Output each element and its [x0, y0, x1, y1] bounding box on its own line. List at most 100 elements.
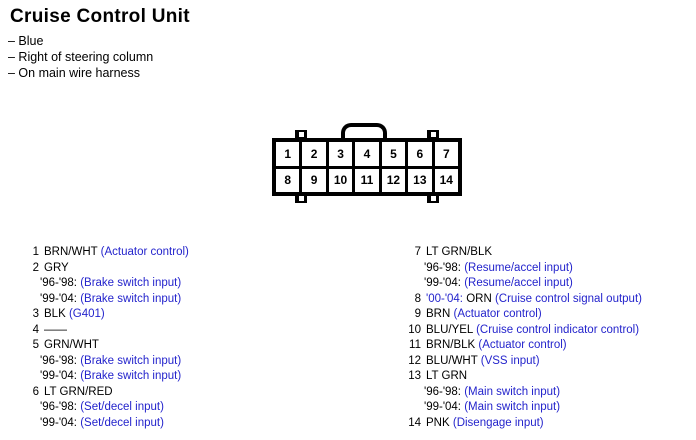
connector-pin-14: 14	[434, 168, 458, 192]
pin-row-8: 8'00-'04: ORN (Cruise control signal out…	[405, 292, 642, 308]
wire-color: GRN/WHT	[44, 339, 99, 351]
pin-function: (VSS input)	[480, 354, 540, 367]
pin-number: 2	[32, 261, 39, 274]
pin-number: 13	[408, 370, 421, 382]
pin-number: 9	[414, 308, 421, 320]
pin-function: (Set/decel input)	[80, 401, 164, 413]
pin-function: (Cruise control indicator control)	[476, 323, 640, 336]
pin-function: (Resume/accel input)	[464, 277, 573, 289]
pin-function: (Brake switch input)	[80, 370, 182, 382]
connector-pin-3: 3	[328, 142, 353, 166]
wire-color: PNK	[426, 416, 450, 429]
pin-number: 11	[409, 339, 421, 351]
connector-pin-10: 10	[328, 168, 353, 192]
pin-function: (Main switch input)	[464, 401, 561, 413]
year-range: '99-'04:	[424, 401, 461, 413]
pin-function: (Brake switch input)	[80, 277, 182, 289]
note-location: – Right of steering column	[8, 50, 154, 64]
pin-function: (Actuator control)	[100, 246, 189, 258]
pin-number: 10	[408, 323, 421, 336]
year-range: '96-'98:	[40, 277, 77, 289]
connector-pin-12: 12	[381, 168, 406, 192]
wire-color: LT GRN	[426, 370, 468, 382]
location-notes: – Blue – Right of steering column – On m…	[8, 33, 153, 81]
pin-row-6: 6 LT GRN/RED	[30, 385, 189, 401]
wire-color: GRY	[44, 261, 69, 274]
pin-function: (Set/decel input)	[80, 416, 164, 429]
pin-2-year-row: '99-'04: (Brake switch input)	[30, 292, 189, 308]
pin-function: (Disengage input)	[452, 416, 544, 429]
pin-row-10: 10 BLU/YEL (Cruise control indicator cont…	[405, 323, 642, 339]
pin-6-year-row: '96-'98: (Set/decel input)	[30, 400, 189, 416]
pin-row-4: 4 ——	[30, 323, 189, 339]
pin-function: (G401)	[68, 308, 105, 320]
pin-2-year-row: '96-'98: (Brake switch input)	[30, 276, 189, 292]
tab-notch	[430, 196, 436, 201]
wire-color: BLU/WHT	[426, 354, 478, 367]
year-range: '99-'04:	[424, 277, 461, 289]
pin-function: (Brake switch input)	[80, 354, 182, 367]
note-connector-color: – Blue	[8, 34, 44, 48]
connector-pin-1: 1	[276, 142, 300, 166]
pin-number: 8	[414, 292, 421, 305]
year-range: '96-'98:	[424, 385, 461, 398]
connector-pin-6: 6	[408, 142, 432, 166]
wire-color: ORN	[466, 292, 492, 305]
wire-color: BLK	[44, 308, 66, 320]
connector-pin-4: 4	[355, 142, 379, 166]
pin-number: 7	[414, 246, 421, 258]
pin-7-year-row: '96-'98: (Resume/accel input)	[405, 261, 642, 277]
wire-color: ——	[44, 323, 67, 336]
page-title: Cruise Control Unit	[10, 6, 190, 27]
pin-6-year-row: '99-'04: (Set/decel input)	[30, 416, 189, 432]
pin-number: 3	[32, 308, 39, 320]
pin-number: 4	[32, 323, 39, 336]
pin-row-12: 12 BLU/WHT (VSS input)	[405, 354, 642, 370]
pin-row-3: 3 BLK (G401)	[30, 307, 189, 323]
connector-pin-11: 11	[355, 168, 379, 192]
note-harness: – On main wire harness	[8, 66, 141, 80]
connector-pin-5: 5	[381, 142, 406, 166]
pin-function: (Brake switch input)	[80, 292, 182, 305]
pin-row-7: 7 LT GRN/BLK	[405, 245, 642, 261]
pin-list-right: 7 LT GRN/BLK '96-'98: (Resume/accel input)…	[405, 245, 642, 431]
tab-notch	[298, 132, 304, 137]
connector-pin-8: 8	[276, 168, 300, 192]
pin-function: (Actuator control)	[453, 308, 542, 320]
wire-color: BRN/WHT	[44, 246, 98, 258]
pin-list-left: 1 BRN/WHT (Actuator control) 2 GRY '96-'98: …	[30, 245, 189, 431]
wire-color: BLU/YEL	[426, 323, 473, 336]
connector-pin-13: 13	[408, 168, 432, 192]
tab-notch	[298, 196, 304, 201]
pin-7-year-row: '99-'04: (Resume/accel input)	[405, 276, 642, 292]
pin-number: 12	[408, 354, 421, 367]
pin-row-9: 9 BRN (Actuator control)	[405, 307, 642, 323]
pin-number: 6	[32, 385, 39, 398]
year-range: '99-'04:	[40, 292, 77, 305]
year-range-inline: '00-'04:	[426, 292, 463, 305]
wire-color: BRN	[426, 308, 451, 320]
pin-row-1: 1 BRN/WHT (Actuator control)	[30, 245, 189, 261]
tab-notch	[430, 132, 436, 137]
pin-5-year-row: '96-'98: (Brake switch input)	[30, 354, 189, 370]
pin-row-13: 13 LT GRN	[405, 369, 642, 385]
pin-13-year-row: '99-'04: (Main switch input)	[405, 400, 642, 416]
year-range: '96-'98:	[424, 261, 461, 274]
pin-row-2: 2 GRY	[30, 261, 189, 277]
connector-pin-7: 7	[434, 142, 458, 166]
year-range: '99-'04:	[40, 370, 77, 382]
wire-color: LT GRN/BLK	[426, 246, 493, 258]
pin-5-year-row: '99-'04: (Brake switch input)	[30, 369, 189, 385]
pin-function: (Main switch input)	[464, 385, 561, 398]
wire-color: LT GRN/RED	[44, 385, 113, 398]
connector-pin-9: 9	[302, 168, 326, 192]
year-range: '99-'04:	[40, 416, 77, 429]
connector-pin-2: 2	[302, 142, 326, 166]
year-range: '96-'98:	[40, 401, 77, 413]
pin-number: 1	[32, 246, 39, 258]
